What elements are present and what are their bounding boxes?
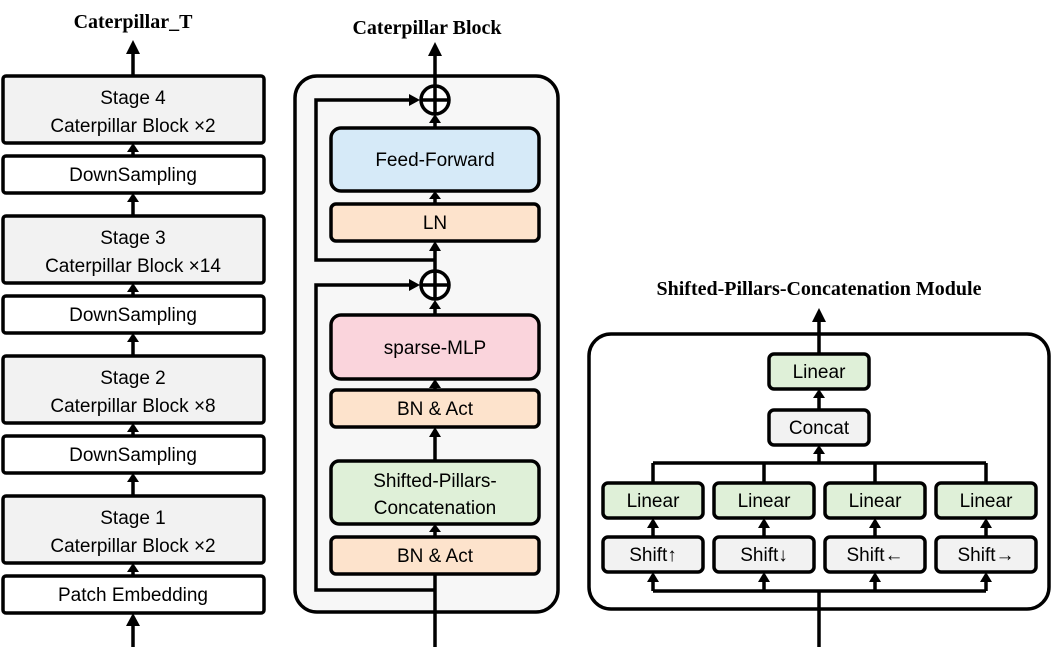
arrow-head bbox=[813, 389, 825, 398]
caterpillar-t-column: Caterpillar_T Stage 4 Caterpillar Block … bbox=[1, 11, 266, 647]
spc-output-head bbox=[812, 308, 826, 322]
linear-label-2: Linear bbox=[738, 491, 791, 512]
arrow-head bbox=[127, 283, 139, 292]
stage3-box bbox=[1, 214, 266, 285]
shift-down-label: Shift↓ bbox=[740, 545, 788, 566]
sparse-mlp-label: sparse-MLP bbox=[384, 338, 486, 359]
arrow-head bbox=[758, 572, 770, 582]
stage1-box bbox=[1, 494, 266, 565]
arrow-head bbox=[647, 572, 659, 582]
arrow-head bbox=[429, 114, 441, 123]
stage2-title: Stage 2 bbox=[100, 368, 166, 389]
arrow-head bbox=[429, 427, 441, 437]
shift-right-label: Shift→ bbox=[957, 545, 1014, 566]
linear-label-1: Linear bbox=[627, 491, 680, 512]
downsampling-label-3: DownSampling bbox=[69, 165, 197, 186]
spc-module-title: Shifted-Pillars-Concatenation Module bbox=[657, 278, 982, 300]
stage2-blocks: Caterpillar Block ×8 bbox=[50, 396, 215, 417]
stage4-title: Stage 4 bbox=[100, 88, 166, 109]
concat-label: Concat bbox=[789, 418, 850, 439]
spc-module-diagram: Shifted-Pillars-Concatenation Module Lin… bbox=[587, 278, 1051, 647]
arrow-head bbox=[127, 143, 139, 152]
bn-act-bottom-label: BN & Act bbox=[397, 546, 474, 567]
arrow-head bbox=[127, 193, 139, 202]
arrow-head bbox=[127, 473, 139, 482]
arrow-head bbox=[429, 191, 441, 199]
patch-embedding-label: Patch Embedding bbox=[58, 585, 208, 606]
downsampling-label-2: DownSampling bbox=[69, 305, 197, 326]
arrow-head bbox=[127, 333, 139, 342]
lower-residual-path bbox=[314, 283, 435, 592]
linear-top-label: Linear bbox=[793, 362, 846, 383]
spc-label-line1: Shifted-Pillars- bbox=[373, 471, 497, 492]
stage4-blocks: Caterpillar Block ×2 bbox=[50, 116, 215, 137]
stage2-box bbox=[1, 354, 266, 425]
arrow-head bbox=[869, 518, 881, 528]
bn-act-top-label: BN & Act bbox=[397, 399, 474, 420]
downsampling-box-2 bbox=[1, 294, 266, 335]
upper-residual-head bbox=[409, 94, 420, 106]
shift-left-label: Shift← bbox=[846, 545, 903, 566]
downsampling-box-1 bbox=[1, 434, 266, 475]
arrow-head bbox=[429, 300, 441, 309]
shift-up-label: Shift↑ bbox=[629, 545, 677, 566]
arrow-head bbox=[429, 379, 441, 388]
arrow-head bbox=[429, 524, 441, 532]
stage1-blocks: Caterpillar Block ×2 bbox=[50, 536, 215, 557]
arrow-head bbox=[758, 518, 770, 528]
upper-residual-path bbox=[314, 98, 435, 262]
lower-residual-head bbox=[409, 279, 420, 291]
stage3-title: Stage 3 bbox=[100, 228, 166, 249]
downsampling-box-3 bbox=[1, 154, 266, 195]
arrow-head bbox=[429, 241, 441, 251]
linear-label-3: Linear bbox=[849, 491, 902, 512]
caterpillar-block-diagram: Caterpillar Block BN & Act Shifted-Pilla… bbox=[293, 17, 560, 647]
arrow-head bbox=[813, 445, 825, 454]
arrow-head bbox=[127, 563, 139, 572]
arrow-head bbox=[980, 572, 992, 582]
arrow-head bbox=[869, 572, 881, 582]
downsampling-label-1: DownSampling bbox=[69, 445, 197, 466]
block-output-head bbox=[428, 42, 442, 56]
ln-label: LN bbox=[423, 213, 447, 234]
spc-label-line2: Concatenation bbox=[374, 498, 497, 519]
linear-label-4: Linear bbox=[960, 491, 1013, 512]
arrow-head bbox=[647, 518, 659, 528]
output-arrow-head bbox=[126, 40, 140, 54]
input-arrow-head bbox=[126, 613, 140, 626]
stage1-title: Stage 1 bbox=[100, 508, 166, 529]
arrow-head bbox=[127, 423, 139, 432]
patch-embedding-box bbox=[1, 574, 266, 615]
feed-forward-label: Feed-Forward bbox=[375, 150, 494, 171]
caterpillar-block-title: Caterpillar Block bbox=[352, 17, 502, 39]
stage4-box bbox=[1, 74, 266, 145]
arrow-head bbox=[980, 518, 992, 528]
caterpillar-t-title: Caterpillar_T bbox=[74, 11, 194, 33]
stage3-blocks: Caterpillar Block ×14 bbox=[45, 256, 221, 277]
